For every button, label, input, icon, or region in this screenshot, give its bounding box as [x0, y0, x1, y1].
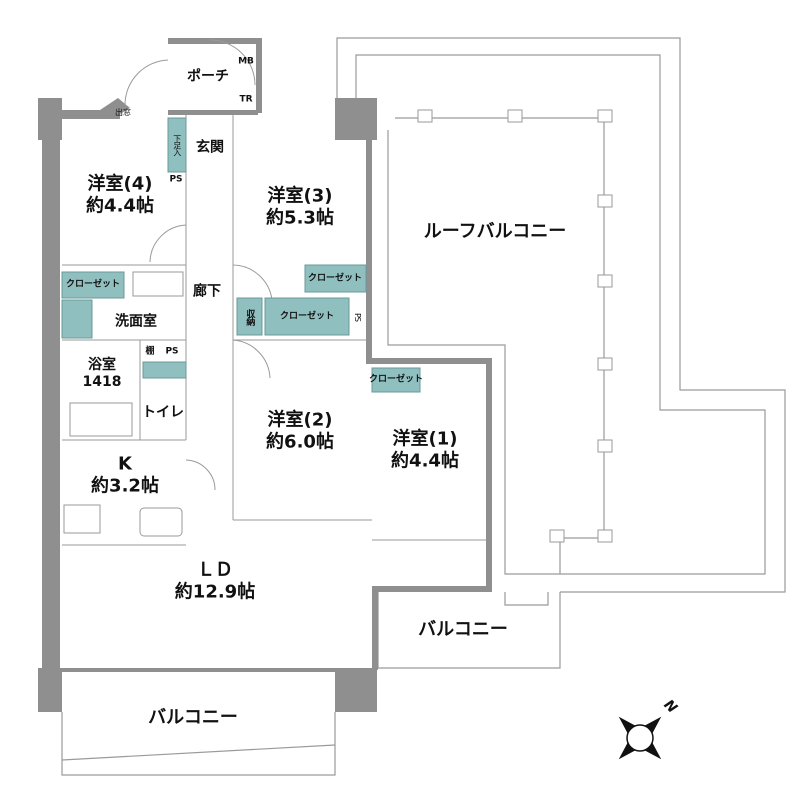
roof-balcony-label: ルーフバルコニー	[423, 221, 567, 243]
room2-name: 洋室(2)	[267, 409, 333, 431]
room1-size: 約4.4帖	[391, 450, 459, 471]
shelf-label: 棚	[145, 346, 155, 357]
washroom-label: 洗面室	[115, 313, 157, 330]
mb-label: MB	[238, 56, 254, 67]
ps-label: PS	[165, 346, 179, 357]
roof-balcony-outline	[336, 37, 786, 606]
kitchen-name: K	[118, 453, 132, 475]
room1-label: 洋室(1) 約4.4帖	[391, 428, 459, 471]
bath-name: 浴室	[88, 357, 116, 374]
porch-label: ポーチ	[187, 68, 229, 85]
kitchen-label: K 約3.2帖	[91, 453, 159, 496]
bath-size: 1418	[82, 374, 122, 390]
room3-label: 洋室(3) 約5.3帖	[266, 185, 334, 228]
room4-label: 洋室(4) 約4.4帖	[86, 173, 154, 216]
ps-label: PS	[169, 174, 183, 185]
room2-size: 約6.0帖	[266, 431, 334, 452]
room2-label: 洋室(2) 約6.0帖	[266, 409, 334, 452]
bath-label: 浴室 1418	[83, 357, 122, 391]
balcony-south-label: バルコニー	[148, 707, 238, 729]
hallway-label: 廊下	[193, 283, 221, 300]
compass-icon	[618, 716, 662, 760]
closet-label: クローゼット	[65, 279, 121, 290]
entrance-label: 玄関	[196, 139, 224, 156]
room4-size: 約4.4帖	[86, 195, 154, 216]
shoe-closet-label: 下足入	[172, 134, 182, 156]
room4-name: 洋室(4)	[87, 173, 153, 195]
bay-window-label: 出窓	[115, 108, 131, 118]
ps-label: PS	[352, 313, 362, 321]
balcony-east-label: バルコニー	[418, 619, 508, 641]
ld-size: 約12.9帖	[174, 581, 256, 602]
closet-label: クローゼット	[368, 374, 424, 385]
tr-label: TR	[239, 94, 253, 105]
room3-name: 洋室(3)	[267, 185, 333, 207]
closet-label: クローゼット	[307, 273, 363, 284]
ld-name: ＬＤ	[196, 559, 233, 581]
room3-size: 約5.3帖	[266, 207, 334, 228]
walls	[38, 38, 492, 712]
closets	[61, 117, 421, 393]
kitchen-size: 約3.2帖	[91, 475, 159, 496]
toilet-label: トイレ	[142, 404, 184, 421]
storage-label: 収納	[244, 309, 255, 325]
room1-name: 洋室(1)	[392, 428, 458, 450]
ld-label: ＬＤ 約12.9帖	[175, 559, 255, 602]
roof-posts	[417, 109, 613, 543]
closet-label: クローゼット	[279, 311, 335, 322]
